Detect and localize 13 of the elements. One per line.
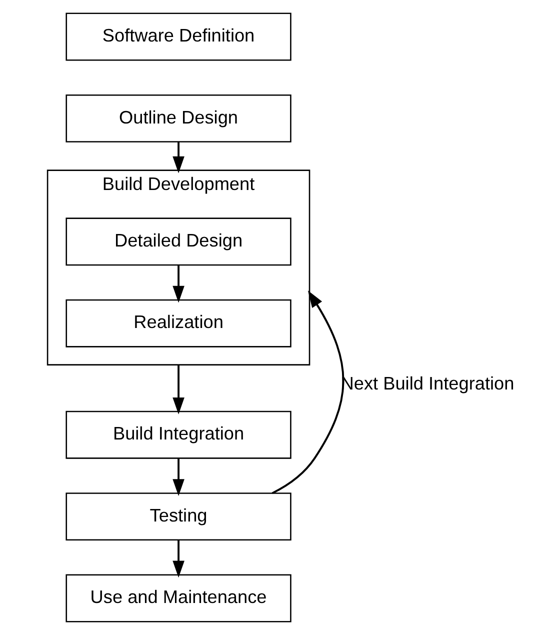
arrow (172, 540, 184, 578)
node-box: Detailed Design (66, 218, 292, 266)
node-box: Software Definition (66, 12, 292, 61)
node-box: Build Integration (66, 410, 292, 459)
arrow (172, 142, 184, 174)
arrow (172, 265, 184, 303)
node-box: Realization (66, 299, 292, 348)
node-box: Use and Maintenance (66, 574, 292, 622)
node-box: Outline Design (66, 94, 292, 142)
arrow (272, 290, 344, 494)
arrow (172, 458, 184, 496)
node-box: Testing (66, 492, 292, 541)
arrow (172, 364, 184, 414)
